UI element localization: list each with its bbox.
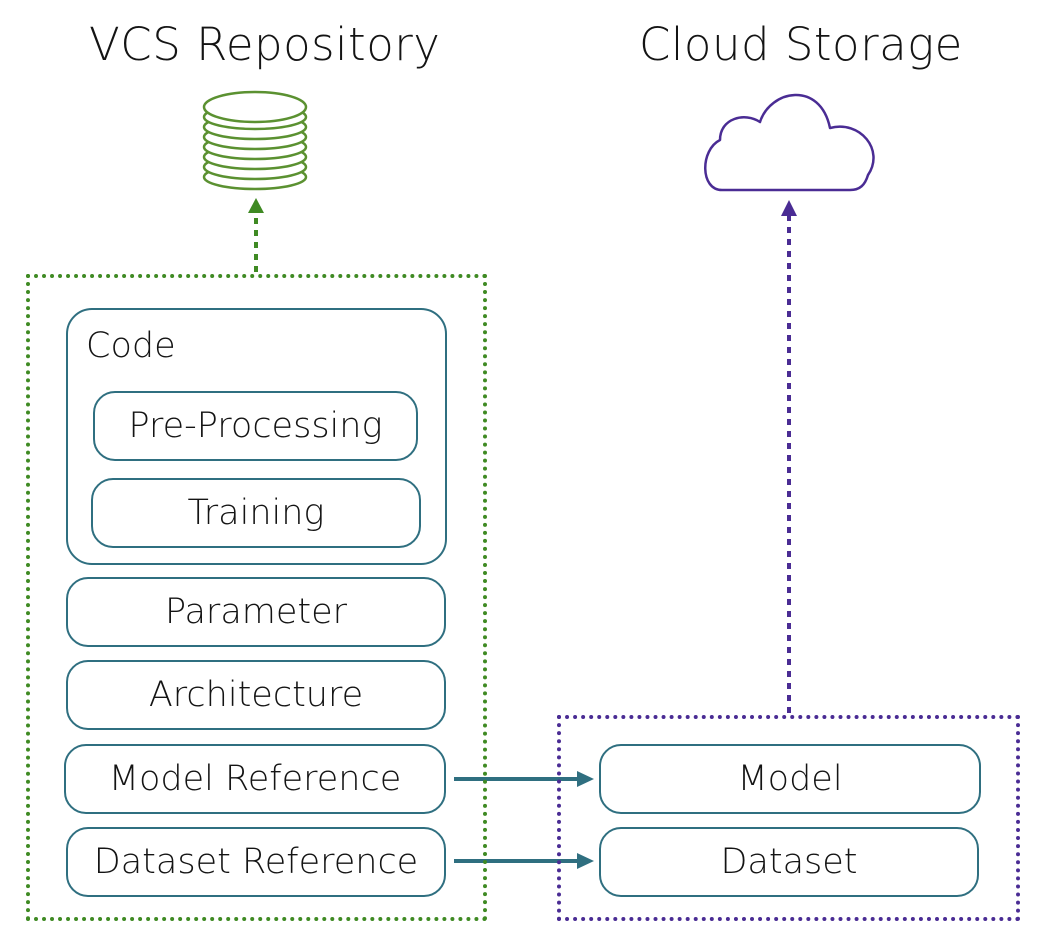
model-reference-arrowhead [577,771,594,787]
code-label: Code [86,326,176,366]
training-box: Training [91,478,421,548]
model-box: Model [599,744,981,814]
dataset-box: Dataset [599,827,979,897]
database-icon [202,90,308,191]
cloud-arrowhead [781,200,797,216]
parameter-box: Parameter [66,577,446,647]
vcs-repository-title: VCS Repository [89,18,441,71]
model-reference-box: Model Reference [64,744,446,814]
cloud-storage-title: Cloud Storage [639,18,963,71]
cloud-container [557,715,1020,921]
vcs-arrowhead [248,198,264,213]
vcs-container [26,274,487,921]
pre-processing-box: Pre-Processing [93,391,418,461]
architecture-box: Architecture [66,660,446,730]
dataset-reference-arrowhead [577,853,594,869]
dataset-reference-box: Dataset Reference [66,827,446,897]
code-group: Code [66,308,447,565]
cloud-icon [704,93,875,192]
